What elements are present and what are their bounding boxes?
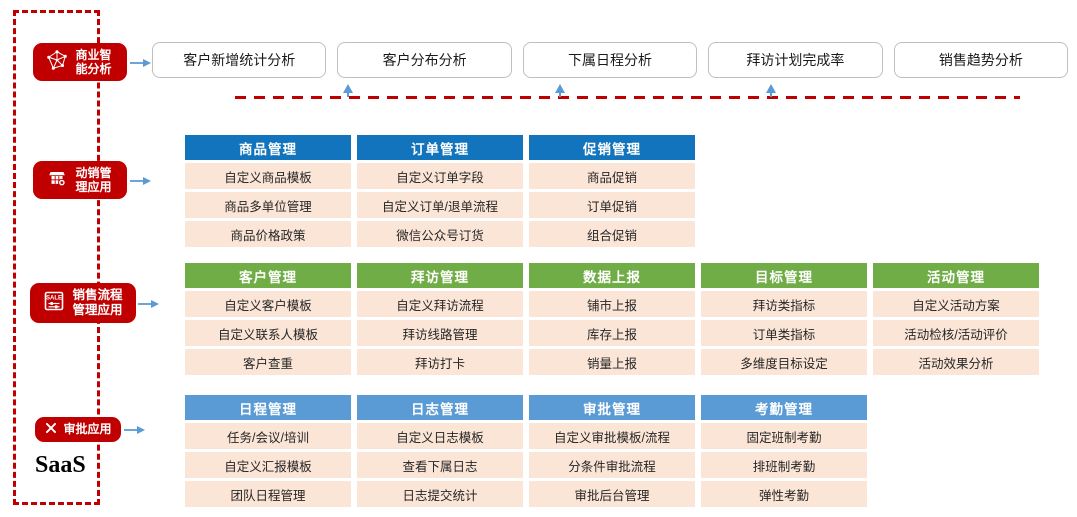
module-feature: 活动效果分析 xyxy=(873,349,1039,375)
module-feature: 客户查重 xyxy=(185,349,351,375)
badge-business-intelligence: 商业智能分析 xyxy=(33,43,127,81)
module-feature: 日志提交统计 xyxy=(357,481,523,507)
module-column: 考勤管理固定班制考勤排班制考勤弹性考勤 xyxy=(701,395,867,507)
module-column: 目标管理拜访类指标订单类指标多维度目标设定 xyxy=(701,263,867,375)
saas-label: SaaS xyxy=(35,452,86,478)
bi-analysis-box: 下属日程分析 xyxy=(522,42,698,78)
up-arrow-icon xyxy=(343,84,353,97)
module-column: 拜访管理自定义拜访流程拜访线路管理拜访打卡 xyxy=(357,263,523,375)
right-arrow-icon xyxy=(130,56,152,68)
sale-tag-icon: SALE xyxy=(42,289,66,317)
module-feature: 自定义拜访流程 xyxy=(357,291,523,317)
module-column: 促销管理商品促销订单促销组合促销 xyxy=(529,135,695,247)
module-header: 商品管理 xyxy=(185,135,351,160)
module-header: 数据上报 xyxy=(529,263,695,288)
module-feature: 自定义订单字段 xyxy=(357,163,523,189)
module-feature: 拜访类指标 xyxy=(701,291,867,317)
right-arrow-icon xyxy=(138,297,160,309)
up-arrow-icon xyxy=(555,84,565,97)
right-arrow-icon xyxy=(124,423,146,435)
badge-sales-process-app: SALE 销售流程管理应用 xyxy=(30,283,136,323)
module-feature: 铺市上报 xyxy=(529,291,695,317)
module-column: 活动管理自定义活动方案活动检核/活动评价活动效果分析 xyxy=(873,263,1039,375)
module-section: 日程管理任务/会议/培训自定义汇报模板团队日程管理日志管理自定义日志模板查看下属… xyxy=(185,395,867,507)
module-column: 数据上报铺市上报库存上报销量上报 xyxy=(529,263,695,375)
module-feature: 排班制考勤 xyxy=(701,452,867,478)
module-column: 客户管理自定义客户模板自定义联系人模板客户查重 xyxy=(185,263,351,375)
module-column: 日志管理自定义日志模板查看下属日志日志提交统计 xyxy=(357,395,523,507)
module-feature: 审批后台管理 xyxy=(529,481,695,507)
module-feature: 团队日程管理 xyxy=(185,481,351,507)
module-header: 促销管理 xyxy=(529,135,695,160)
module-header: 拜访管理 xyxy=(357,263,523,288)
badge-sales-movement-app: 动销管理应用 xyxy=(33,161,127,199)
module-feature: 活动检核/活动评价 xyxy=(873,320,1039,346)
module-feature: 自定义汇报模板 xyxy=(185,452,351,478)
module-header: 活动管理 xyxy=(873,263,1039,288)
module-column: 订单管理自定义订单字段自定义订单/退单流程微信公众号订货 xyxy=(357,135,523,247)
module-feature: 微信公众号订货 xyxy=(357,221,523,247)
module-feature: 分条件审批流程 xyxy=(529,452,695,478)
module-feature: 固定班制考勤 xyxy=(701,423,867,449)
module-feature: 弹性考勤 xyxy=(701,481,867,507)
module-column: 商品管理自定义商品模板商品多单位管理商品价格政策 xyxy=(185,135,351,247)
badge-label: 审批应用 xyxy=(63,422,112,437)
module-section: 商品管理自定义商品模板商品多单位管理商品价格政策订单管理自定义订单字段自定义订单… xyxy=(185,135,695,247)
badge-approval-app: 审批应用 xyxy=(35,417,121,442)
up-arrow-icon xyxy=(766,84,776,97)
bi-analysis-box: 拜访计划完成率 xyxy=(708,42,883,78)
cross-tools-icon xyxy=(44,421,58,438)
right-arrow-icon xyxy=(130,174,152,186)
bi-analysis-row: 客户新增统计分析客户分布分析下属日程分析拜访计划完成率销售趋势分析 xyxy=(152,42,1069,78)
module-feature: 商品促销 xyxy=(529,163,695,189)
module-feature: 拜访线路管理 xyxy=(357,320,523,346)
saas-dashed-frame xyxy=(13,10,100,505)
storefront-icon xyxy=(46,167,68,192)
module-feature: 自定义日志模板 xyxy=(357,423,523,449)
bi-analysis-box: 客户分布分析 xyxy=(337,42,512,78)
module-header: 目标管理 xyxy=(701,263,867,288)
module-column: 日程管理任务/会议/培训自定义汇报模板团队日程管理 xyxy=(185,395,351,507)
module-feature: 销量上报 xyxy=(529,349,695,375)
module-feature: 自定义活动方案 xyxy=(873,291,1039,317)
module-header: 客户管理 xyxy=(185,263,351,288)
module-feature: 自定义订单/退单流程 xyxy=(357,192,523,218)
module-feature: 拜访打卡 xyxy=(357,349,523,375)
module-feature: 自定义商品模板 xyxy=(185,163,351,189)
module-feature: 自定义客户模板 xyxy=(185,291,351,317)
module-feature: 订单类指标 xyxy=(701,320,867,346)
badge-label: 动销管理应用 xyxy=(75,165,112,194)
module-feature: 商品价格政策 xyxy=(185,221,351,247)
network-graph-icon xyxy=(46,49,68,74)
svg-text:SALE: SALE xyxy=(45,296,61,302)
module-feature: 查看下属日志 xyxy=(357,452,523,478)
module-header: 考勤管理 xyxy=(701,395,867,420)
module-header: 日志管理 xyxy=(357,395,523,420)
badge-label: 销售流程管理应用 xyxy=(72,288,123,317)
module-feature: 订单促销 xyxy=(529,192,695,218)
module-feature: 库存上报 xyxy=(529,320,695,346)
module-feature: 多维度目标设定 xyxy=(701,349,867,375)
module-header: 审批管理 xyxy=(529,395,695,420)
bi-analysis-box: 客户新增统计分析 xyxy=(152,42,327,78)
module-feature: 组合促销 xyxy=(529,221,695,247)
module-feature: 商品多单位管理 xyxy=(185,192,351,218)
module-feature: 自定义联系人模板 xyxy=(185,320,351,346)
bi-analysis-box: 销售趋势分析 xyxy=(893,42,1069,78)
module-header: 日程管理 xyxy=(185,395,351,420)
module-column: 审批管理自定义审批模板/流程分条件审批流程审批后台管理 xyxy=(529,395,695,507)
badge-label: 商业智能分析 xyxy=(75,47,112,76)
module-feature: 自定义审批模板/流程 xyxy=(529,423,695,449)
module-header: 订单管理 xyxy=(357,135,523,160)
module-section: 客户管理自定义客户模板自定义联系人模板客户查重拜访管理自定义拜访流程拜访线路管理… xyxy=(185,263,1039,375)
dashed-separator-line xyxy=(235,96,1020,99)
module-feature: 任务/会议/培训 xyxy=(185,423,351,449)
